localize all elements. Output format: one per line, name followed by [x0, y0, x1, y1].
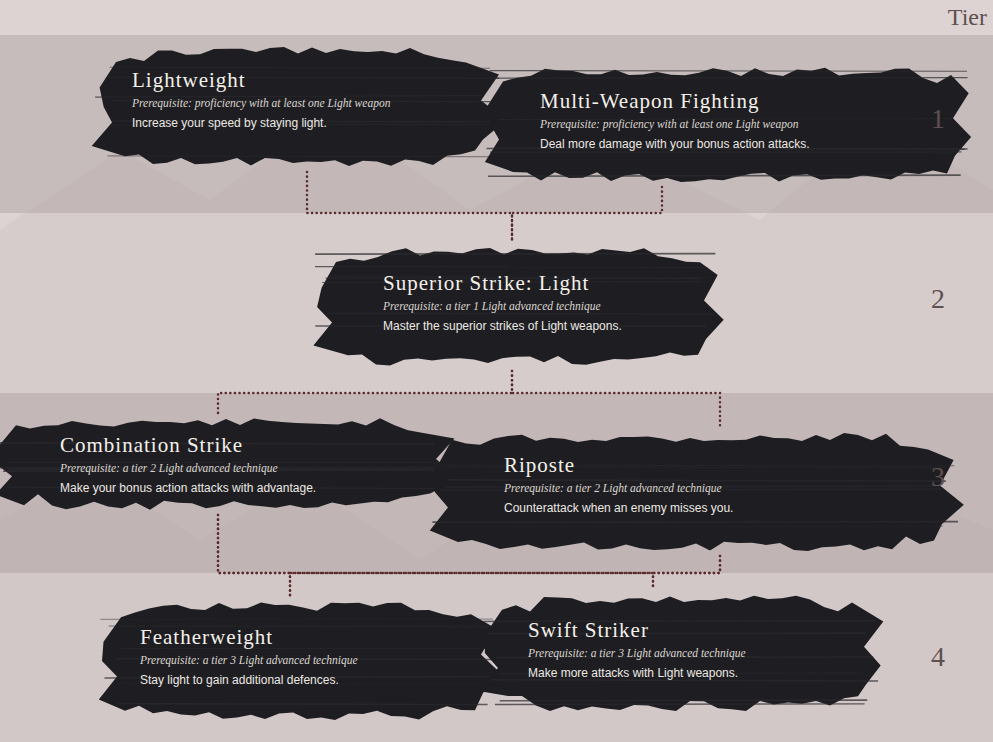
- ink-streak: [488, 175, 961, 176]
- tier-number: 3: [926, 461, 950, 493]
- dotted-connector: [290, 556, 720, 597]
- ink-fill: [92, 47, 507, 166]
- technique-brush: RipostePrerequisite: a tier 2 Light adva…: [444, 428, 946, 556]
- ink-fill: [485, 68, 971, 182]
- technique-description: Counterattack when an enemy misses you.: [504, 499, 946, 517]
- tier-band: [0, 35, 993, 213]
- ink-streak: [444, 526, 943, 527]
- technique-description: Make your bonus action attacks with adva…: [60, 479, 442, 497]
- technique-title: Lightweight: [132, 68, 487, 92]
- technique-brush: Multi-Weapon FightingPrerequisite: profi…: [495, 62, 959, 187]
- tier-number: 4: [926, 641, 950, 673]
- technique-title: Riposte: [504, 453, 946, 477]
- technique-description: Deal more damage with your bonus action …: [540, 135, 959, 153]
- technique-brush: Superior Strike: LightPrerequisite: a ti…: [328, 243, 710, 371]
- technique-brush: Combination StrikePrerequisite: a tier 2…: [8, 413, 442, 515]
- dotted-connector: [512, 371, 720, 428]
- technique-description: Increase your speed by staying light.: [132, 114, 487, 132]
- technique-title: Swift Striker: [528, 618, 870, 642]
- technique-prerequisite: Prerequisite: a tier 2 Light advanced te…: [504, 480, 946, 496]
- ink-streak: [315, 253, 715, 255]
- technique-prerequisite: Prerequisite: proficiency with at least …: [132, 95, 487, 111]
- ink-streak: [490, 70, 967, 72]
- ink-fill: [0, 418, 455, 509]
- ink-streak: [95, 96, 481, 98]
- tier-number: 1: [926, 103, 950, 135]
- ink-streak: [495, 703, 865, 705]
- ink-fill: [477, 596, 883, 711]
- ink-streak: [492, 77, 968, 79]
- dotted-connector: [218, 371, 512, 413]
- tier-number: 2: [926, 283, 950, 315]
- dotted-connector: [307, 172, 512, 243]
- ink-streak: [432, 521, 958, 523]
- ink-streak: [448, 480, 946, 481]
- tier-band: [0, 393, 993, 573]
- technique-description: Make more attacks with Light weapons.: [528, 664, 870, 682]
- technique-description: Stay light to gain additional defences.: [140, 671, 487, 689]
- technique-brush: Swift StrikerPrerequisite: a tier 3 Ligh…: [494, 590, 870, 716]
- dotted-connector: [653, 556, 720, 590]
- technique-prerequisite: Prerequisite: a tier 2 Light advanced te…: [60, 460, 442, 476]
- dotted-connector: [512, 187, 662, 243]
- ink-streak: [100, 619, 493, 620]
- technique-description: Master the superior strikes of Light wea…: [383, 317, 710, 335]
- technique-prerequisite: Prerequisite: proficiency with at least …: [540, 116, 959, 132]
- technique-prerequisite: Prerequisite: a tier 3 Light advanced te…: [140, 652, 487, 668]
- technique-title: Multi-Weapon Fighting: [540, 89, 959, 113]
- ink-streak: [500, 699, 868, 701]
- dotted-connector: [218, 515, 290, 597]
- ink-streak: [490, 151, 962, 153]
- technique-title: Superior Strike: Light: [383, 271, 710, 295]
- technique-title: Combination Strike: [60, 433, 442, 457]
- ink-fill: [99, 603, 501, 720]
- technique-brush: FeatherweightPrerequisite: a tier 3 Ligh…: [113, 597, 487, 725]
- ink-fill: [430, 433, 964, 551]
- ink-streak: [118, 703, 488, 706]
- ink-streak: [107, 155, 500, 157]
- ink-fill: [313, 248, 723, 365]
- technique-title: Featherweight: [140, 625, 487, 649]
- ink-streak: [328, 313, 716, 315]
- technique-brush: LightweightPrerequisite: proficiency wit…: [108, 42, 487, 172]
- technique-prerequisite: Prerequisite: a tier 3 Light advanced te…: [528, 645, 870, 661]
- ink-streak: [315, 266, 708, 268]
- technique-prerequisite: Prerequisite: a tier 1 Light advanced te…: [383, 298, 710, 314]
- tier-heading: Tier: [948, 4, 987, 31]
